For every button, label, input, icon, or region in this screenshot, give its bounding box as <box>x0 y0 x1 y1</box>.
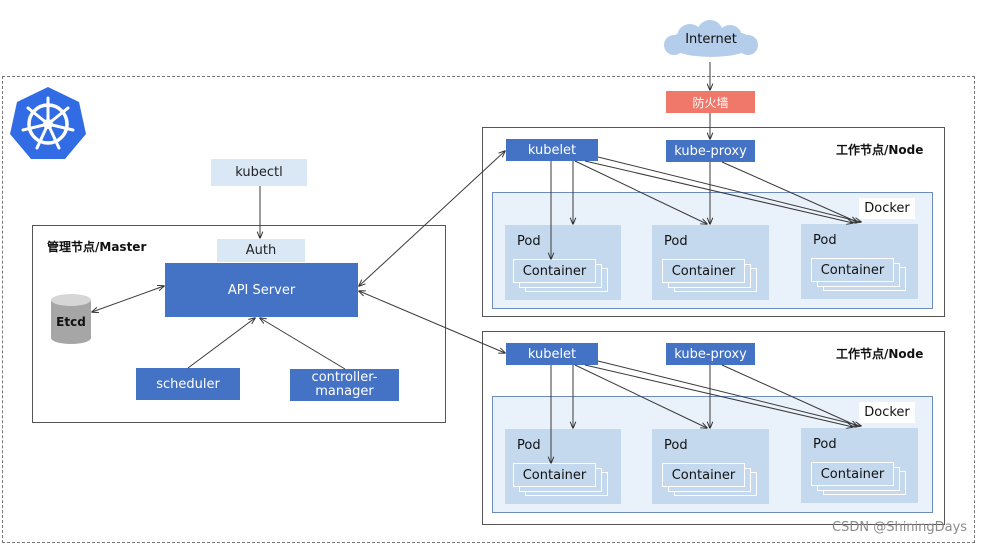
node-2-title: 工作节点/Node <box>836 347 924 361</box>
node-2-docker-label: Docker <box>859 402 915 423</box>
arrow-scheduler-api-server <box>187 318 255 369</box>
api-server-box: API Server <box>165 263 358 317</box>
firewall-box: 防火墙 <box>666 91 755 113</box>
master-title: 管理节点/Master <box>47 240 147 254</box>
arrow-etcd-api-server <box>92 286 164 312</box>
node-1-pod-1-container: Container <box>513 259 596 283</box>
etcd-database: Etcd <box>50 293 92 345</box>
node-2-kubelet: kubelet <box>506 343 598 365</box>
internet-cloud: Internet <box>660 20 762 62</box>
etcd-label: Etcd <box>56 315 86 329</box>
node-2-pod-2-container: Container <box>662 463 745 487</box>
node-1-pod-2-label: Pod <box>664 234 688 249</box>
arrow-api-kubelet-node-2 <box>359 291 505 353</box>
cloud-icon <box>664 20 758 57</box>
node-2-kube-proxy: kube-proxy <box>666 343 755 365</box>
watermark: CSDN @ShiningDays <box>832 520 968 535</box>
internet-label: Internet <box>685 32 737 47</box>
arrow-controller-api-server <box>260 318 346 370</box>
database-cylinder-icon <box>51 294 91 344</box>
node-1-pod-3-container: Container <box>811 258 894 282</box>
arrow-api-kubelet-node-1 <box>359 151 505 286</box>
node-1-pod-3-label: Pod <box>813 233 837 248</box>
node-2-pod-1-label: Pod <box>517 438 541 453</box>
controller-manager-box: controller- manager <box>290 369 399 401</box>
node-1-title: 工作节点/Node <box>836 143 924 157</box>
node-1-pod-1-label: Pod <box>517 234 541 249</box>
auth-box: Auth <box>217 239 305 262</box>
node-1-docker-label: Docker <box>859 198 915 219</box>
node-2-pod-1-container: Container <box>513 463 596 487</box>
node-1-kube-proxy: kube-proxy <box>666 140 755 162</box>
node-2-pod-3-container: Container <box>811 462 894 486</box>
node-1-kubelet: kubelet <box>506 139 598 161</box>
node-1-pod-2-container: Container <box>662 259 745 283</box>
scheduler-box: scheduler <box>136 368 240 400</box>
kubectl-box: kubectl <box>211 159 307 186</box>
node-2-pod-3-label: Pod <box>813 437 837 452</box>
kubernetes-logo-icon <box>8 84 88 162</box>
node-2-pod-2-label: Pod <box>664 438 688 453</box>
cluster-boundary <box>2 76 975 543</box>
